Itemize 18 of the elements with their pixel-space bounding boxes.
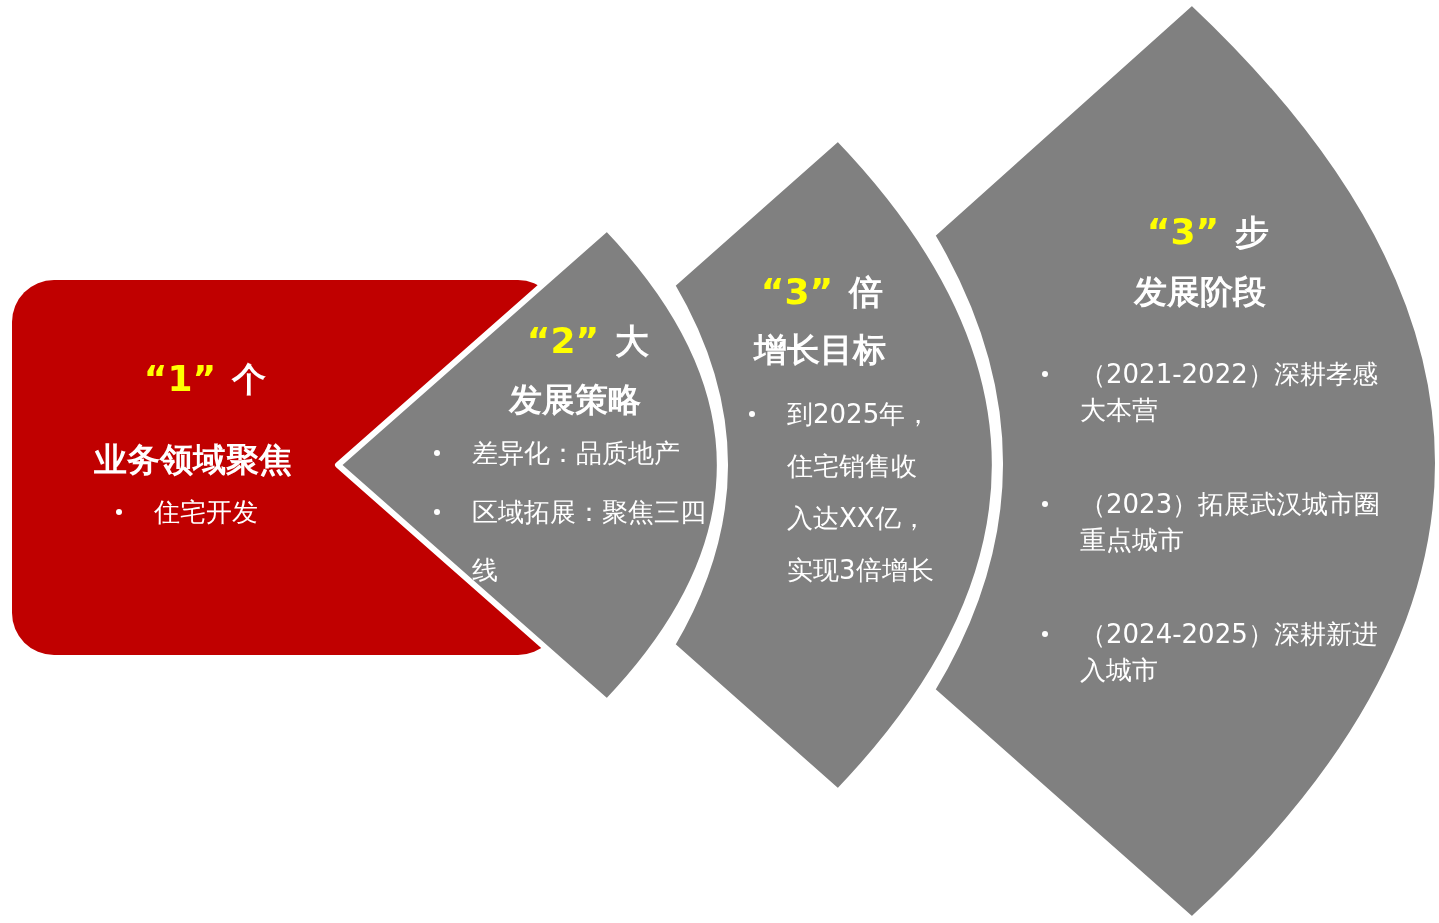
- section-title: 发展阶段: [1134, 270, 1266, 313]
- bullet-item: （2021-2022）深耕孝感大本营: [1038, 356, 1390, 428]
- bullet-item: 差异化：品质地产: [430, 424, 715, 482]
- bullet-item: 住宅开发: [112, 492, 362, 532]
- number-heading: “3”: [760, 271, 834, 312]
- heading-text: 个: [232, 358, 267, 401]
- bullet-item: （2023）拓展武汉城市圈重点城市: [1038, 486, 1390, 558]
- section-title: 发展策略: [509, 378, 641, 421]
- number-heading: “3”: [1146, 211, 1220, 252]
- number-heading: “2”: [526, 320, 600, 361]
- number-heading: “1”: [143, 358, 217, 399]
- heading-text: 倍: [849, 271, 884, 314]
- heading-text: 大: [615, 320, 650, 363]
- heading-text: 步: [1235, 211, 1270, 254]
- section-title: 增长目标: [754, 328, 886, 371]
- section-title: 业务领域聚焦: [94, 438, 292, 481]
- bullet-item: 到2025年，住宅销售收入达XX亿，实现3倍增长: [745, 388, 935, 596]
- bullet-item: （2024-2025）深耕新进入城市: [1038, 616, 1390, 688]
